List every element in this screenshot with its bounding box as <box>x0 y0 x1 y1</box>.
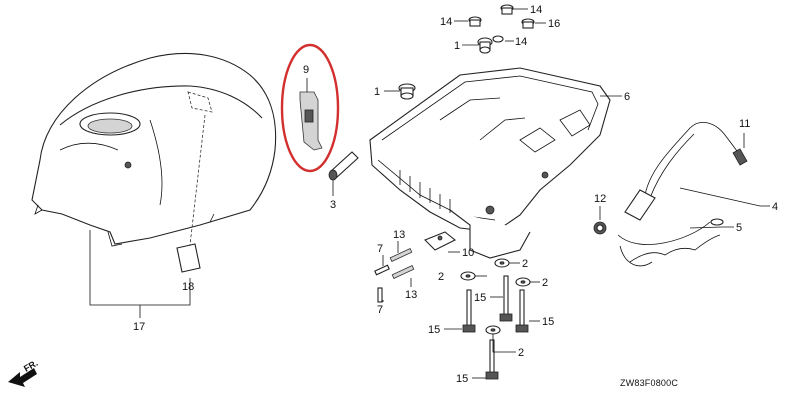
grommet-part-3 <box>328 151 359 196</box>
callout-7-top: 7 <box>377 243 383 255</box>
callout-15-bottom: 15 <box>456 373 468 385</box>
washer-part-2 <box>460 258 531 335</box>
callout-9: 9 <box>303 64 309 76</box>
callout-2-right: 2 <box>522 258 528 270</box>
lower-cover <box>369 67 611 259</box>
callout-11: 11 <box>739 118 750 130</box>
callout-1: 1 <box>374 86 380 98</box>
callout-4: 4 <box>772 201 778 213</box>
engine-cover <box>31 52 277 247</box>
bolt-part-15 <box>462 275 529 380</box>
leader-lines <box>382 8 770 379</box>
callout-14: 14 <box>515 36 527 48</box>
grommet-part-1-top <box>477 37 493 54</box>
cap-part-14-top <box>468 16 482 27</box>
cap-part-14 <box>492 35 504 43</box>
callout-14-topright: 14 <box>530 4 542 16</box>
front-direction-arrow: FR. <box>8 358 40 387</box>
callout-13-bottom: 13 <box>405 289 417 301</box>
callout-1-top: 1 <box>454 40 460 52</box>
callout-3: 3 <box>330 199 336 211</box>
callout-6: 6 <box>624 91 630 103</box>
cap-part-16 <box>521 18 535 29</box>
drawing-code: ZW83F0800C <box>620 378 678 388</box>
callout-2-farright: 2 <box>542 277 548 289</box>
callout-2-left: 2 <box>438 271 444 283</box>
callout-15-right: 15 <box>542 316 554 328</box>
highlighted-part-9 <box>280 43 340 173</box>
callout-numbers: 9 3 1 1 14 14 14 16 6 11 12 4 5 13 13 10… <box>133 4 778 385</box>
strap-part-13 <box>389 248 415 279</box>
bracket-part-10 <box>424 231 457 251</box>
callout-7-bottom: 7 <box>377 304 383 316</box>
callout-16: 16 <box>548 18 560 30</box>
front-marker-label: FR. <box>22 358 40 374</box>
callout-15-mid: 15 <box>474 292 486 304</box>
grommet-part-1 <box>398 83 416 100</box>
callout-15-left: 15 <box>428 324 440 336</box>
pin-part-7 <box>374 264 390 303</box>
callout-10: 10 <box>462 247 474 259</box>
callout-13-top: 13 <box>393 229 405 241</box>
callout-12: 12 <box>594 193 606 205</box>
emergency-stop-switch <box>593 121 748 267</box>
callout-17: 17 <box>133 321 145 333</box>
callout-18: 18 <box>182 281 194 293</box>
callout-2-bottom: 2 <box>518 347 524 359</box>
callout-14-top: 14 <box>440 16 452 28</box>
cap-part-14-topright <box>500 4 514 15</box>
callout-5: 5 <box>736 222 742 234</box>
label-sticker <box>176 114 206 273</box>
callout-bracket-17 <box>89 230 191 306</box>
